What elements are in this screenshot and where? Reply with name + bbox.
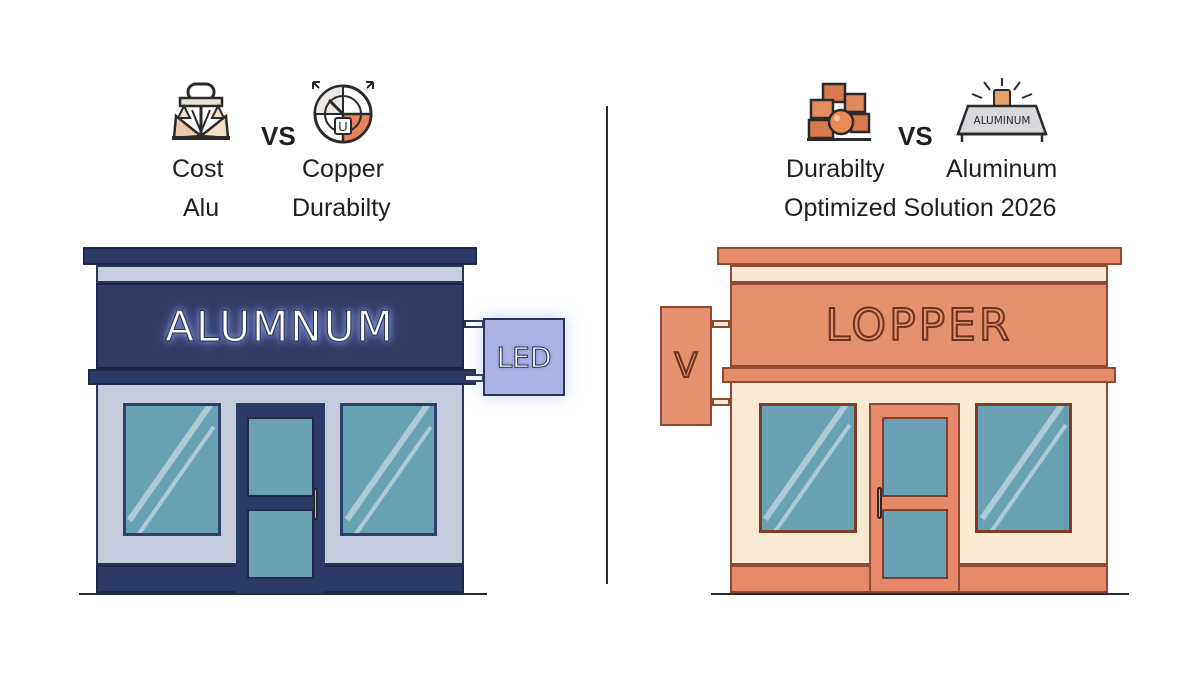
aluminum-badge-text: ALUMINUM — [974, 115, 1031, 127]
center-divider — [606, 106, 608, 584]
right-store-sign-text: LOPPER — [824, 299, 1013, 352]
right-window-right — [975, 403, 1072, 533]
left-door-upper-pane — [247, 417, 314, 497]
right-side-sign-bracket-bottom — [712, 398, 730, 406]
left-window-right — [340, 403, 437, 536]
left-caption-cost: Cost — [172, 155, 224, 183]
dial-gauge-icon: U — [312, 81, 374, 144]
copper-blocks-icon — [807, 82, 871, 141]
left-led-sign-text: LED — [496, 340, 552, 374]
left-awning-ledge — [88, 369, 476, 385]
right-roof-band — [730, 265, 1108, 283]
left-caption-durability: Durabilty — [292, 194, 391, 222]
left-led-sign: LED — [483, 318, 565, 396]
right-vs-label: VS — [898, 121, 933, 151]
right-side-sign-text: V — [673, 345, 698, 387]
left-ground-line — [79, 593, 487, 595]
right-side-sign-bracket-top — [712, 320, 730, 328]
lock-scale-icon — [172, 82, 230, 140]
svg-text:U: U — [338, 119, 347, 134]
left-roof-band — [96, 265, 464, 283]
left-store-sign: ALUMNUM — [96, 283, 464, 369]
right-caption-durability: Durabilty — [786, 155, 885, 183]
right-caption-optimized: Optimized Solution 2026 — [784, 194, 1057, 222]
right-door[interactable] — [869, 403, 960, 593]
left-roof — [83, 247, 477, 265]
right-window-left — [759, 403, 857, 533]
left-led-bracket-top — [464, 320, 484, 328]
left-door-handle[interactable] — [313, 488, 318, 520]
right-ground-line — [711, 593, 1129, 595]
right-door-handle[interactable] — [877, 487, 882, 519]
right-awning-ledge — [722, 367, 1116, 383]
left-door-lower-pane — [247, 509, 314, 579]
left-store-sign-text: ALUMNUM — [165, 301, 395, 351]
right-side-sign: V — [660, 306, 712, 426]
right-door-upper-pane — [882, 417, 948, 497]
left-vs-label: VS — [261, 121, 296, 151]
right-store-sign: LOPPER — [730, 283, 1108, 367]
left-caption-alu: Alu — [183, 194, 220, 222]
right-roof — [717, 247, 1122, 265]
aluminum-bar-icon: ALUMINUM — [956, 78, 1048, 142]
left-caption-copper: Copper — [302, 155, 384, 183]
right-caption-aluminum: Aluminum — [946, 155, 1058, 183]
left-led-bracket-bottom — [464, 374, 484, 382]
right-door-lower-pane — [882, 509, 948, 579]
left-door[interactable] — [236, 403, 325, 593]
left-window-left — [123, 403, 221, 536]
